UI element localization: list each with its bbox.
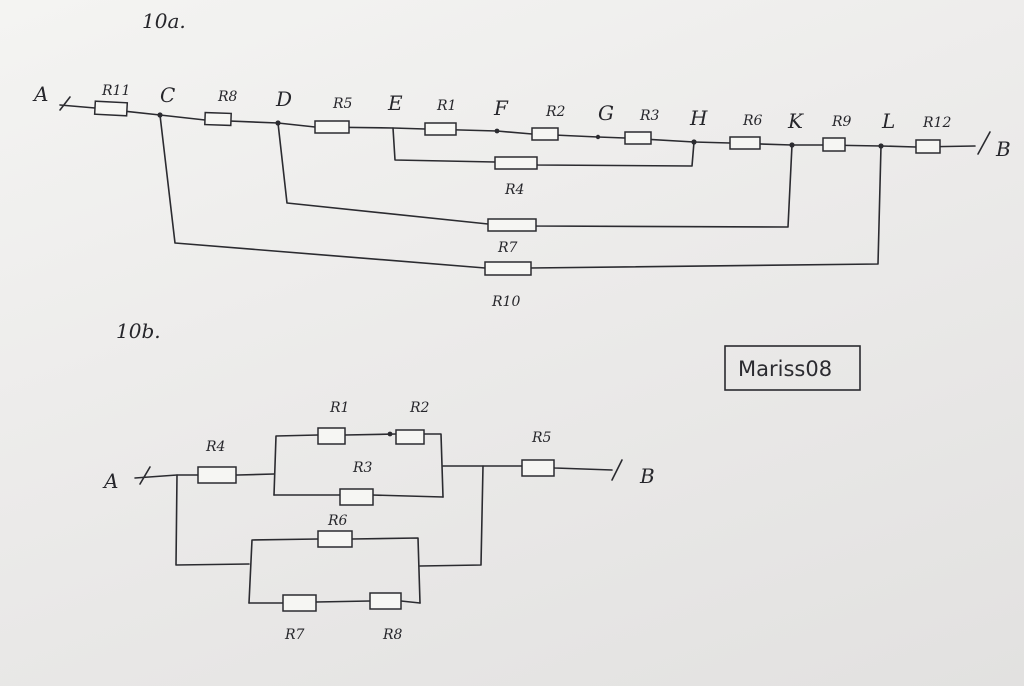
top-group-upper-wire: [273, 433, 444, 498]
bottom-feed-wire: [175, 474, 250, 566]
resistor-r2: [531, 127, 559, 141]
node-dot-k: [789, 142, 795, 148]
node-label-d: D: [275, 87, 292, 111]
node-label-b: B: [995, 137, 1011, 161]
label-b-r5: R5: [531, 430, 552, 446]
title-10b: 10b.: [116, 319, 161, 343]
node-dot-d: [275, 120, 281, 126]
node-label-k: K: [787, 109, 804, 133]
resistor-b-r8: [369, 592, 402, 610]
label-r11: R11: [101, 83, 130, 99]
label-b-r2: R2: [409, 400, 430, 416]
resistor-r3: [624, 131, 652, 145]
bottom-group-lower-wire: [248, 600, 421, 604]
resistor-b-r6: [317, 530, 353, 548]
label-r6: R6: [742, 113, 763, 129]
label-b-r1: R1: [329, 400, 349, 416]
resistor-b-r4: [197, 466, 237, 484]
resistor-b-r5: [521, 459, 555, 477]
label-r2: R2: [545, 104, 566, 120]
signature-box: Mariss08: [724, 345, 861, 391]
node-label-e: E: [387, 91, 403, 115]
label-r7: R7: [497, 240, 518, 256]
resistor-r5: [314, 120, 350, 134]
resistor-b-r3: [339, 488, 374, 506]
node-label-a: A: [32, 82, 48, 106]
label-r9: R9: [831, 114, 852, 130]
label-b-r8: R8: [382, 627, 403, 643]
resistor-r7: [487, 218, 537, 232]
label-r3: R3: [639, 108, 660, 124]
resistor-r12: [915, 139, 941, 154]
node-dot-g: [595, 134, 601, 140]
terminal-b-tick-b: [611, 459, 623, 481]
resistor-b-r1: [317, 427, 346, 445]
label-r1: R1: [436, 98, 456, 114]
node-dot-f: [494, 128, 500, 134]
label-r10: R10: [491, 294, 520, 310]
bottom-return-wire: [419, 465, 484, 567]
resistor-r11: [93, 100, 129, 117]
resistor-r1: [424, 122, 457, 136]
resistor-r9: [822, 137, 846, 152]
node-dot-r1-r2: [387, 431, 393, 437]
resistor-r8: [204, 111, 232, 127]
circuit-10a: A C D E F G H K L B R11 R8 R5 R1 R2 R3 R…: [32, 82, 1011, 310]
label-b-r3: R3: [352, 460, 373, 476]
label-b-r7: R7: [284, 627, 305, 643]
signature-text: Mariss08: [738, 357, 832, 381]
terminal-a-tick: [59, 96, 71, 111]
node-dot-l: [878, 143, 884, 149]
node-dot-h: [691, 139, 697, 145]
node-label-f: F: [493, 96, 509, 120]
node-label-c: C: [160, 83, 175, 107]
circuit-10b: A B R4 R1 R2 R3 R5 R6 R7 R8: [102, 400, 655, 643]
resistor-r6: [729, 136, 761, 150]
resistor-r4: [494, 156, 538, 170]
terminal-a-tick-b: [139, 466, 151, 485]
resistor-r10: [484, 261, 532, 276]
resistor-b-r7: [282, 594, 317, 612]
node-label-h: H: [689, 106, 708, 130]
node-label-g: G: [598, 101, 614, 125]
label-r8: R8: [217, 89, 238, 105]
label-r4: R4: [504, 182, 524, 198]
node-label-b-b: B: [639, 464, 655, 488]
node-dot-c: [157, 112, 163, 118]
terminal-b-tick: [977, 131, 991, 155]
node-label-l: L: [881, 109, 895, 133]
title-10a: 10a.: [142, 9, 186, 33]
resistor-b-r2: [395, 429, 425, 445]
node-label-a-b: A: [102, 469, 118, 493]
label-b-r6: R6: [327, 513, 348, 529]
signature-frame: [724, 345, 861, 391]
label-b-r4: R4: [205, 439, 225, 455]
label-r12: R12: [922, 115, 951, 131]
label-r5: R5: [332, 96, 353, 112]
